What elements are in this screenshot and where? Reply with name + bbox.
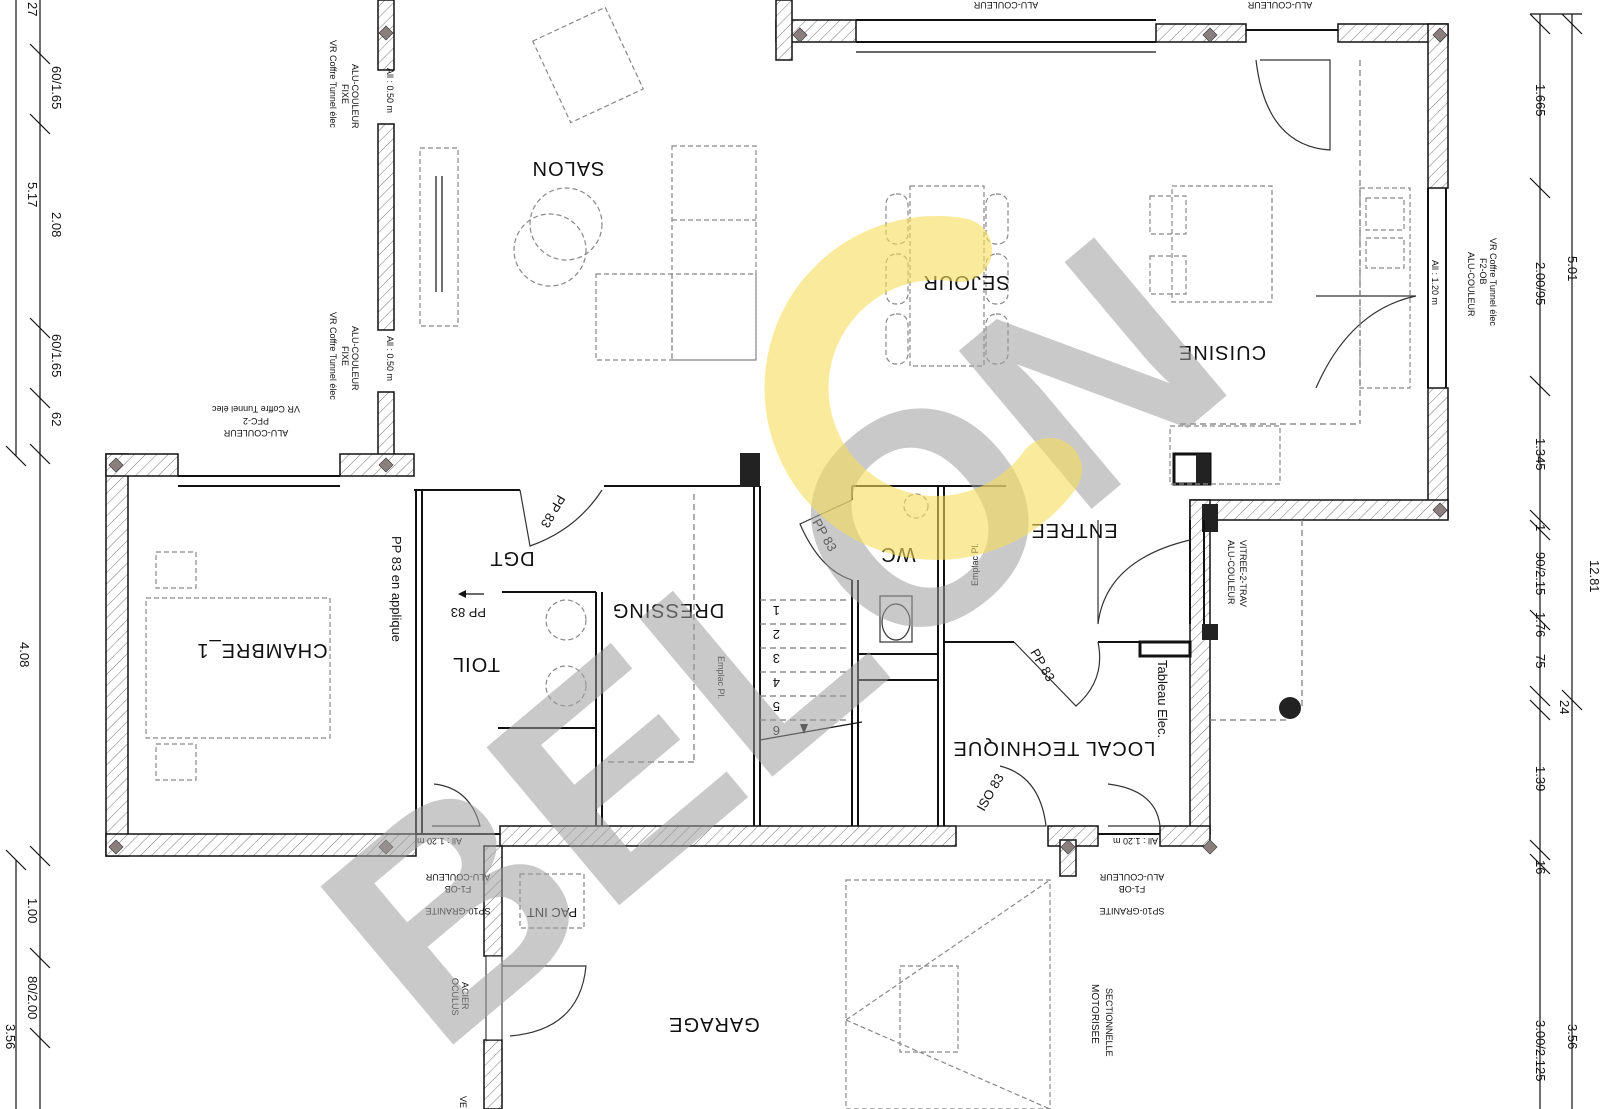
dim-left-4: 62 bbox=[49, 412, 64, 426]
dim-left-8: 3.56 bbox=[3, 1024, 18, 1049]
win-bottom-cut: VE bbox=[458, 1096, 468, 1108]
win-west-b-3: VR Coffre Tunnel élec bbox=[328, 312, 338, 400]
win-sectionnelle-1: SECTIONNELLE bbox=[1104, 988, 1114, 1057]
room-entree: ENTREE bbox=[1030, 519, 1117, 541]
dim-left-3: 60/1.65 bbox=[49, 334, 64, 377]
dimension-chain-right: 1.665 2.00/95 1.345 1 90/2.15 1.76 75 24… bbox=[1529, 13, 1600, 1109]
room-cuisine: CUISINE bbox=[1178, 341, 1266, 363]
win-west-b-1: ALU-COULEUR bbox=[350, 326, 360, 391]
dim-right-1: 1.665 bbox=[1533, 84, 1548, 117]
room-salon: SALON bbox=[532, 157, 605, 179]
watermark-logo-circle bbox=[764, 216, 1082, 560]
dim-right-7: 75 bbox=[1533, 654, 1548, 668]
win-all050-a: All : 0.50 m bbox=[385, 68, 395, 113]
dim-right-6: 1.76 bbox=[1533, 612, 1548, 637]
dim-left-5: 4.08 bbox=[17, 642, 32, 667]
dim-left-top-cut: 27 bbox=[25, 2, 40, 16]
stair-step-1: 1 bbox=[773, 603, 780, 618]
dim-left-total-upper: 5.17 bbox=[25, 182, 40, 207]
dim-right-total-b: 12.81 bbox=[1587, 560, 1600, 593]
room-local-technique: LOCAL TECHNIQUE bbox=[953, 737, 1156, 759]
win-all050-b: All : 0.50 m bbox=[385, 336, 395, 381]
label-pp83-entree: PP 83 bbox=[1027, 646, 1058, 684]
room-toil: TOIL bbox=[452, 653, 500, 675]
stair-step-3: 3 bbox=[773, 651, 780, 666]
stairs: 1 2 3 4 5 6 bbox=[759, 599, 863, 741]
win-pfc2-3: ALU-COULEUR bbox=[223, 428, 288, 438]
win-f1ob-right-2: F1-OB bbox=[1119, 884, 1146, 894]
stair-step-4: 4 bbox=[773, 675, 780, 690]
window-annotations: ALU-COULEUR ALU-COULEUR All : 0.50 m All… bbox=[212, 0, 1498, 1108]
room-dressing: DRESSING bbox=[612, 599, 724, 621]
stair-step-5: 5 bbox=[773, 699, 780, 714]
win-west-a-2: FIXE bbox=[340, 84, 350, 104]
win-west-b-2: FIXE bbox=[340, 346, 350, 366]
win-f1ob-left-3: SP10-GRANITE bbox=[425, 906, 490, 916]
label-pp83-dgt: PP 83 bbox=[538, 493, 569, 531]
label-tableau-elec: Tableau Elec. bbox=[1155, 660, 1170, 738]
win-acier-2: OCULUS bbox=[450, 978, 460, 1016]
dim-right-total-a: 5.01 bbox=[1565, 256, 1580, 281]
dim-left-1: 60/1.65 bbox=[49, 66, 64, 109]
dim-right-9: 1.39 bbox=[1533, 766, 1548, 791]
win-kitchen-1: VR Coffre Tunnel élec bbox=[1488, 238, 1498, 326]
win-kitchen-2: F2-OB bbox=[1478, 258, 1488, 285]
win-f1ob-right-3: SP10-GRANITE bbox=[1099, 906, 1164, 916]
dim-right-5: 90/2.15 bbox=[1533, 552, 1548, 595]
structural-posts bbox=[108, 25, 1448, 855]
dim-right-4: 1 bbox=[1533, 524, 1548, 531]
dim-right-3: 1.345 bbox=[1533, 438, 1548, 471]
dim-right-8: 24 bbox=[1557, 700, 1572, 714]
room-chambre: CHAMBRE_1 bbox=[196, 639, 327, 661]
win-pfc2-1: VR Coffre Tunnel élec bbox=[212, 404, 300, 414]
label-pp83-toil: PP 83 bbox=[451, 605, 486, 620]
win-f1ob-right-1: ALU-COULEUR bbox=[1099, 872, 1164, 882]
win-top-left: ALU-COULEUR bbox=[973, 0, 1038, 10]
win-vitree-1: VITREE-2-TRAV bbox=[1238, 540, 1248, 607]
dim-left-7: 80/2.00 bbox=[25, 976, 40, 1019]
label-emplac-entree: Emplac Pl. bbox=[970, 543, 980, 586]
stair-step-6: 6 bbox=[773, 723, 780, 738]
win-acier-1: ACIER bbox=[460, 982, 470, 1010]
win-f1ob-left-1: ALU-COULEUR bbox=[425, 872, 490, 882]
dim-left-6: 1.00 bbox=[25, 898, 40, 923]
dim-right-2: 2.00/95 bbox=[1533, 262, 1548, 305]
win-sectionnelle-2: MOTORISEE bbox=[1089, 984, 1100, 1044]
doors bbox=[432, 59, 1417, 1037]
win-all120-kitchen: All : 1.20 m bbox=[1430, 260, 1440, 305]
label-emplac-dressing: Emplac Pl. bbox=[716, 656, 726, 699]
win-west-a-1: ALU-COULEUR bbox=[350, 64, 360, 129]
win-kitchen-3: ALU-COULEUR bbox=[1466, 252, 1476, 317]
dim-right-11: 3.00/2.125 bbox=[1533, 1020, 1548, 1081]
win-pfc2-2: PFC-2 bbox=[243, 416, 269, 426]
stair-step-2: 2 bbox=[773, 627, 780, 642]
win-west-a-3: VR Coffre Tunnel élec bbox=[328, 40, 338, 128]
room-dgt: DGT bbox=[489, 547, 534, 569]
windows bbox=[178, 19, 1447, 1041]
dim-right-10: 16 bbox=[1533, 860, 1548, 874]
win-all120-a: All : 1.20 m bbox=[417, 836, 462, 846]
dim-right-total-c: 3.56 bbox=[1565, 1024, 1580, 1049]
dim-left-2: 2.08 bbox=[49, 212, 64, 237]
win-all120-b: All : 1.20 m bbox=[1113, 836, 1158, 846]
label-pp83-applique: PP 83 en applique bbox=[389, 536, 404, 642]
label-iso83: ISO 83 bbox=[974, 771, 1007, 814]
win-f1ob-left-2: F1-OB bbox=[445, 884, 472, 894]
room-garage: GARAGE bbox=[668, 1013, 760, 1035]
win-vitree-2: ALU-COULEUR bbox=[1226, 540, 1236, 605]
win-top-right: ALU-COULEUR bbox=[1247, 0, 1312, 10]
dimension-chain-left: 27 60/1.65 2.08 60/1.65 62 5.17 4.08 1.0… bbox=[3, 0, 64, 1109]
label-pac-int: PAC INT bbox=[527, 905, 577, 920]
